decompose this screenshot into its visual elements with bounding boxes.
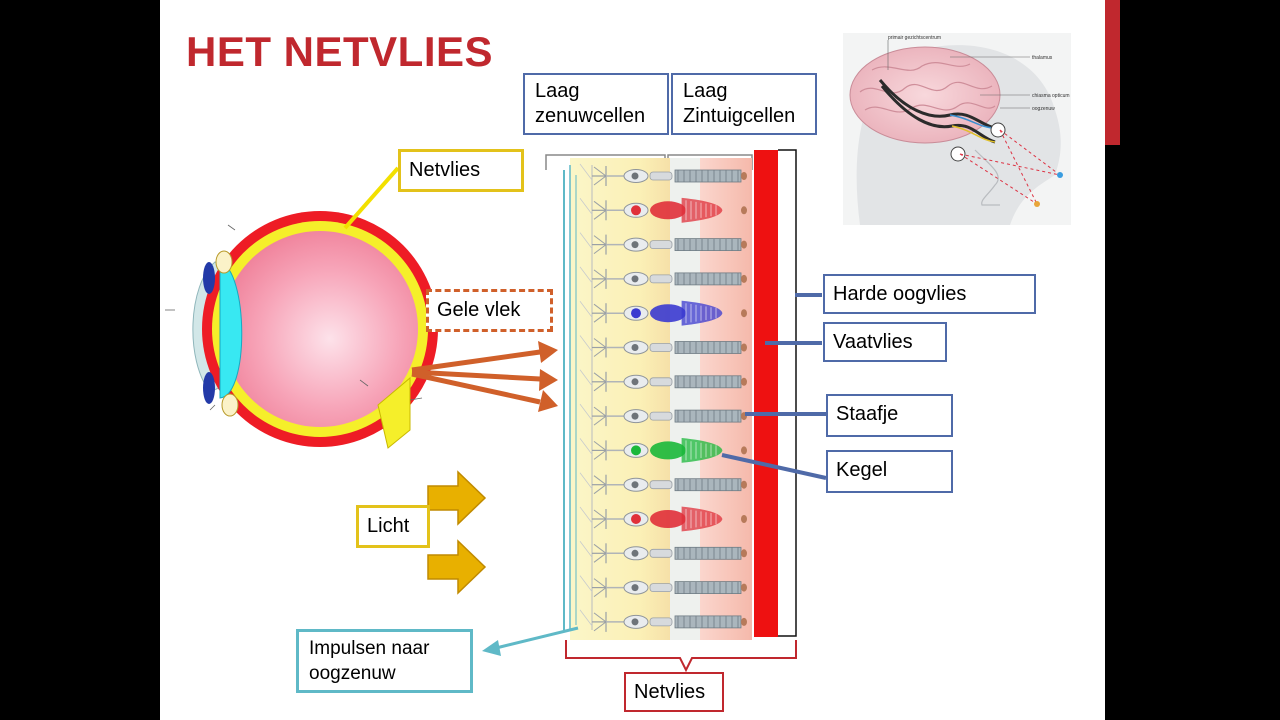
label-netvlies-bottom: Netvlies xyxy=(624,672,724,712)
label-kegel: Kegel xyxy=(826,450,953,493)
rod-cell xyxy=(579,541,747,564)
label-vaatvlies: Vaatvlies xyxy=(823,322,947,362)
page-title: HET NETVLIES xyxy=(186,28,494,75)
gele-vlek-arrows xyxy=(411,341,558,412)
rod-cell xyxy=(579,266,747,289)
rod-cell xyxy=(579,232,747,255)
brain-label-oogzenuw: oogzenuw xyxy=(1032,106,1055,112)
cone-cell xyxy=(579,437,747,463)
rod-cell xyxy=(579,575,747,598)
label-laag-zintuigcellen: Laag Zintuigcellen xyxy=(671,73,817,135)
label-laag-zintuigcellen-line2: Zintuigcellen xyxy=(683,105,796,127)
label-harde-oogvlies: Harde oogvlies xyxy=(823,274,1036,314)
label-impulsen-line1: Impulsen naar xyxy=(309,638,430,659)
impulsen-arrow xyxy=(482,626,579,656)
rod-cell xyxy=(579,472,747,495)
label-laag-zenuwcellen-line2: zenuwcellen xyxy=(535,105,646,127)
netvlies-pointer xyxy=(343,166,400,230)
light-arrows xyxy=(427,470,487,595)
eye-cross-section xyxy=(165,211,438,449)
retina-detail xyxy=(545,149,797,673)
label-staafje: Staafje xyxy=(826,394,953,437)
label-impulsen: Impulsen naar oogzenuw xyxy=(296,629,473,693)
brain-label-chiasma: chiasma opticum xyxy=(1032,93,1070,99)
brain-inset-image: primair gezichtscentrum thalamus chiasma… xyxy=(843,33,1071,225)
rod-cell xyxy=(579,403,747,427)
brain-label-primary: primair gezichtscentrum xyxy=(888,35,941,41)
cone-cell xyxy=(579,506,747,532)
accent-bar xyxy=(1105,0,1120,145)
label-laag-zenuwcellen-line1: Laag xyxy=(535,80,580,102)
rod-cell xyxy=(579,609,747,632)
label-impulsen-line2: oogzenuw xyxy=(309,663,396,684)
brain-label-thalamus: thalamus xyxy=(1032,55,1053,61)
cone-cell xyxy=(579,300,747,326)
label-netvlies-eye: Netvlies xyxy=(398,149,524,192)
label-licht: Licht xyxy=(356,505,430,548)
label-laag-zintuigcellen-line1: Laag xyxy=(683,80,728,102)
cone-cell xyxy=(579,197,747,223)
slide: primair gezichtscentrum thalamus chiasma… xyxy=(160,0,1105,720)
label-gele-vlek: Gele vlek xyxy=(426,289,553,332)
rod-cell xyxy=(579,163,747,186)
rod-cell xyxy=(579,335,747,358)
label-laag-zenuwcellen: Laag zenuwcellen xyxy=(523,73,669,135)
photoreceptor-cells xyxy=(579,163,747,632)
rod-cell xyxy=(579,369,747,392)
label-pointers xyxy=(721,293,827,480)
diagram: primair gezichtscentrum thalamus chiasma… xyxy=(165,33,1071,673)
